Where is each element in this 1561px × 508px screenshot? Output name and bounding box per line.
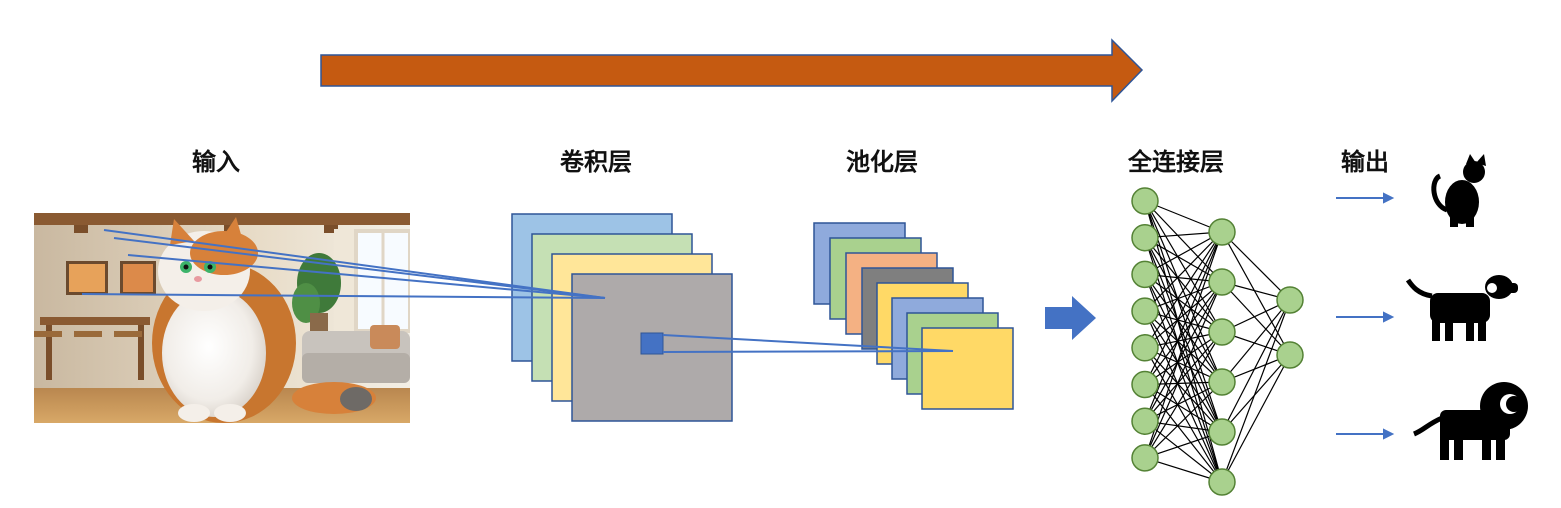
- fc-node-layer-3: [1276, 286, 1304, 314]
- fc-edge: [1144, 274, 1223, 383]
- lion-icon: [1412, 382, 1528, 460]
- conv-feature-maps: [511, 213, 733, 422]
- fc-node-layer-2: [1208, 318, 1236, 346]
- fc-edge: [1144, 274, 1223, 433]
- fc-edge: [1144, 310, 1223, 483]
- dog-icon: [1405, 275, 1518, 341]
- fc-node-layer-2: [1208, 468, 1236, 496]
- fc-node-layer-1: [1131, 223, 1159, 252]
- fc-edge: [1221, 299, 1291, 433]
- fc-edge: [1144, 231, 1223, 275]
- pool-layer-label: 池化层: [846, 148, 918, 176]
- fc-edge: [1144, 347, 1223, 483]
- pool-feature-maps: [813, 222, 1014, 410]
- fc-edge: [1144, 231, 1223, 312]
- fc-edge: [1144, 384, 1223, 483]
- fc-node-layer-1: [1131, 187, 1159, 215]
- input-image: [34, 213, 410, 423]
- fc-node-layer-1: [1131, 334, 1159, 362]
- receptive-field-lines: [81, 229, 606, 299]
- fc-node-layer-2: [1208, 368, 1236, 396]
- fc-node-layer-1: [1131, 407, 1159, 435]
- pooling-lines: [662, 334, 954, 353]
- fc-edge: [1221, 299, 1291, 483]
- input-label: 输入: [192, 148, 240, 176]
- fc-node-layer-1: [1131, 297, 1159, 325]
- fc-edge: [1144, 237, 1223, 283]
- fc-node-layer-1: [1131, 370, 1159, 399]
- fc-edge: [1221, 231, 1291, 356]
- fc-edge: [1221, 354, 1291, 483]
- fc-edge: [1144, 331, 1223, 459]
- conv-kernel: [640, 332, 664, 355]
- pool-to-fc-arrow: [1045, 296, 1096, 340]
- fc-edge: [1144, 231, 1223, 422]
- fc-edge: [1144, 331, 1223, 385]
- fc-edge: [1144, 237, 1223, 383]
- fc-node-layer-2: [1208, 268, 1236, 296]
- fc-edge: [1144, 347, 1223, 433]
- fc-edge: [1144, 281, 1223, 385]
- fc-edge: [1144, 310, 1223, 433]
- fc-edge: [1144, 381, 1223, 422]
- fc-node-layer-1: [1131, 444, 1159, 472]
- fc-edge: [1144, 347, 1223, 383]
- fc-edge: [1144, 237, 1223, 333]
- fc-edge: [1144, 200, 1223, 233]
- conv-layer-label: 卷积层: [560, 148, 632, 176]
- flow-arrow: [320, 38, 1144, 103]
- fc-node-layer-3: [1276, 341, 1304, 369]
- fc-edge: [1144, 420, 1223, 483]
- pool-map-8: [921, 327, 1014, 410]
- fc-edge: [1144, 281, 1223, 459]
- fc-edge: [1144, 381, 1223, 459]
- output-label: 输出: [1341, 148, 1389, 176]
- fc-edge: [1144, 273, 1223, 333]
- fc-edge: [1144, 231, 1223, 349]
- fc-edge: [1144, 281, 1223, 349]
- fc-edge: [1144, 281, 1223, 422]
- fc-edge: [1221, 354, 1291, 433]
- fc-edge: [1144, 200, 1223, 383]
- fc-edge: [1144, 231, 1223, 385]
- fc-node-layer-1: [1131, 260, 1159, 289]
- fc-edge: [1221, 281, 1291, 356]
- fc-nodes: [1131, 187, 1304, 496]
- fc-node-layer-2: [1208, 418, 1236, 446]
- fc-edge: [1221, 299, 1291, 383]
- output-arrows: [1336, 192, 1395, 440]
- fc-edge: [1221, 231, 1291, 301]
- fc-node-layer-2: [1208, 218, 1236, 246]
- fc-layer-label: 全连接层: [1128, 148, 1224, 176]
- fc-edge: [1144, 383, 1223, 433]
- fc-edge: [1144, 331, 1223, 422]
- cat-icon: [1431, 154, 1486, 227]
